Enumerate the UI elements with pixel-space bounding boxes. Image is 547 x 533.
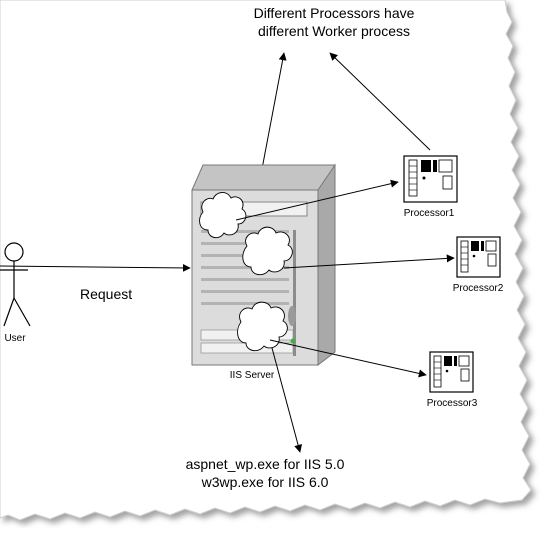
top-caption-line2: different Worker process [258, 23, 410, 39]
processor1-icon [403, 155, 458, 203]
request-arrow [0, 263, 191, 272]
worker-cloud-2-icon [242, 226, 293, 276]
processor3-icon [429, 351, 474, 393]
user-figure-icon [0, 242, 31, 327]
bottom-caption-line2: w3wp.exe for IIS 6.0 [201, 474, 329, 490]
arrow-to-caption-right [329, 52, 431, 151]
processor1-label: Processor1 [404, 208, 455, 219]
processor3-label: Processor3 [427, 398, 478, 409]
arrow-to-processor1 [235, 179, 399, 221]
top-caption-line1: Different Processors have [254, 5, 415, 21]
user-label: User [4, 333, 26, 344]
arrow-to-processor3 [269, 339, 427, 378]
processor2-icon [456, 236, 501, 278]
processor2-label: Processor2 [453, 283, 504, 294]
bottom-caption-line1: aspnet_wp.exe for IIS 5.0 [186, 456, 345, 472]
arrow-to-bottom-caption [271, 347, 302, 453]
arrow-to-processor2 [283, 254, 455, 269]
server-label: IIS Server [230, 370, 275, 381]
request-label: Request [80, 286, 132, 302]
worker-cloud-3-icon [237, 301, 288, 352]
